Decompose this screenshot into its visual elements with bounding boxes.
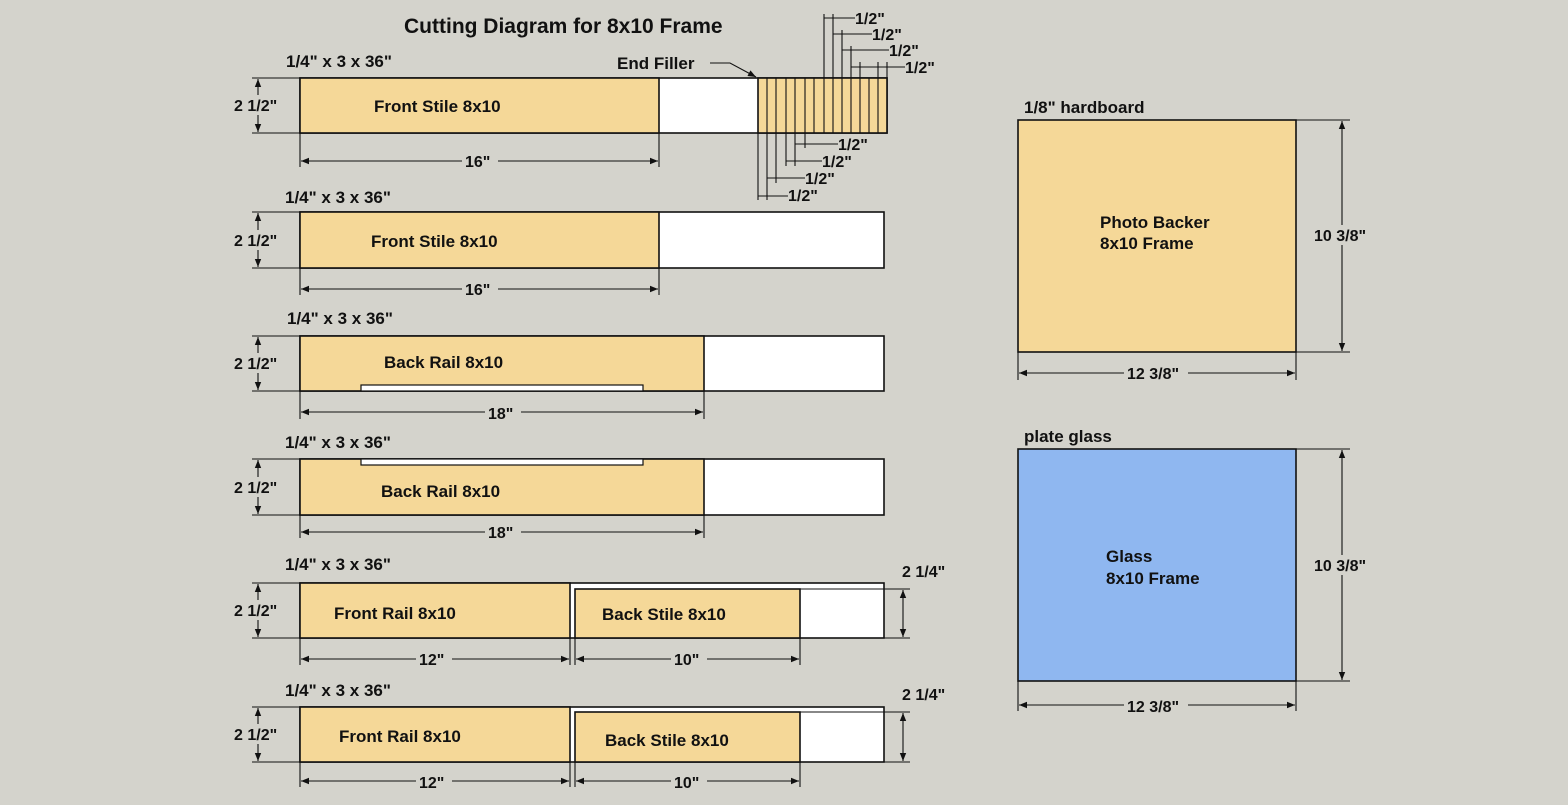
board-2-length-label: 16": [465, 282, 490, 299]
board-6-part-2-length-label: 10": [674, 775, 699, 792]
filler-top-label-1: 1/2": [855, 11, 885, 28]
board-4-rabbet: [360, 458, 644, 466]
board-3-rabbet: [360, 384, 644, 392]
filler-bottom-label-2: 1/2": [805, 171, 835, 188]
board-3: 1/4" x 3 x 36" Back Rail 8x10 2 1/2" 18": [232, 309, 885, 423]
board-3-stock-label: 1/4" x 3 x 36": [287, 309, 393, 328]
board-6-part-2-height-label: 2 1/4": [902, 687, 945, 704]
filler-bottom-label-4: 1/2": [838, 137, 868, 154]
panel-glass: plate glass Glass 8x10 Frame 10 3/8" 12 …: [1017, 427, 1376, 716]
board-4-part: [299, 458, 705, 516]
board-2: 1/4" x 3 x 36" Front Stile 8x10 2 1/2" 1…: [232, 188, 885, 299]
board-3-height-label: 2 1/2": [234, 356, 277, 373]
panel-1-height-label: 10 3/8": [1314, 228, 1366, 245]
filler-bottom-label-1: 1/2": [788, 188, 818, 205]
filler-dims-top: 1/2" 1/2" 1/2" 1/2": [823, 11, 935, 78]
board-6-stock-label: 1/4" x 3 x 36": [285, 681, 391, 700]
end-filler-leader: [710, 62, 757, 78]
board-2-stock-label: 1/4" x 3 x 36": [285, 188, 391, 207]
filler-top-label-3: 1/2": [889, 43, 919, 60]
end-filler-label: End Filler: [617, 54, 695, 73]
diagram-title: Cutting Diagram for 8x10 Frame: [404, 15, 723, 38]
board-4-height-label: 2 1/2": [234, 480, 277, 497]
board-6-part-2: [574, 711, 801, 763]
board-2-part-label: Front Stile 8x10: [371, 232, 498, 251]
panel-photo-backer: 1/8" hardboard Photo Backer 8x10 Frame 1…: [1017, 98, 1376, 383]
filler-bottom-label-3: 1/2": [822, 154, 852, 171]
panel-2-name-line-1: Glass: [1106, 547, 1152, 566]
board-4: 1/4" x 3 x 36" Back Rail 8x10 2 1/2" 18": [232, 433, 885, 542]
board-4-length-label: 18": [488, 525, 513, 542]
board-5-part-1: [299, 582, 571, 639]
panel-2-material-label: plate glass: [1024, 427, 1112, 446]
board-5-part-1-label: Front Rail 8x10: [334, 604, 456, 623]
panel-2-width-label: 12 3/8": [1127, 699, 1179, 716]
board-1-length-label: 16": [465, 154, 490, 171]
board-3-part-label: Back Rail 8x10: [384, 353, 503, 372]
panel-1-shape: [1017, 119, 1297, 353]
end-filler-strips: [757, 77, 888, 134]
panel-1-material-label: 1/8" hardboard: [1024, 98, 1144, 117]
panel-2-name-line-2: 8x10 Frame: [1106, 569, 1200, 588]
board-6-part-1: [299, 706, 571, 763]
board-5-part-2-height-label: 2 1/4": [902, 564, 945, 581]
panel-2-shape: [1017, 448, 1297, 682]
board-2-height-label: 2 1/2": [234, 233, 277, 250]
board-1-height-label: 2 1/2": [234, 98, 277, 115]
board-5-part-2-length-label: 10": [674, 652, 699, 669]
board-1: 1/4" x 3 x 36" Front Stile 8x10 End Fill…: [232, 52, 888, 171]
board-6: 1/4" x 3 x 36" Front Rail 8x10 Back Stil…: [232, 681, 945, 792]
board-5: 1/4" x 3 x 36" Front Rail 8x10 Back Stil…: [232, 555, 945, 669]
board-6-part-2-label: Back Stile 8x10: [605, 731, 729, 750]
panel-1-name-line-1: Photo Backer: [1100, 213, 1210, 232]
filler-top-label-2: 1/2": [872, 27, 902, 44]
filler-top-label-4: 1/2": [905, 60, 935, 77]
filler-dims-bottom: 1/2" 1/2" 1/2" 1/2": [757, 133, 868, 205]
board-1-part-label: Front Stile 8x10: [374, 97, 501, 116]
board-1-part: [299, 77, 660, 134]
board-4-stock-label: 1/4" x 3 x 36": [285, 433, 391, 452]
board-5-part-1-length-label: 12": [419, 652, 444, 669]
board-4-part-label: Back Rail 8x10: [381, 482, 500, 501]
board-5-part-2-label: Back Stile 8x10: [602, 605, 726, 624]
board-3-part: [299, 335, 705, 392]
board-5-part-2: [574, 588, 801, 639]
board-6-part-1-label: Front Rail 8x10: [339, 727, 461, 746]
board-2-part: [299, 211, 660, 269]
panel-1-width-label: 12 3/8": [1127, 366, 1179, 383]
board-6-part-1-length-label: 12": [419, 775, 444, 792]
panel-2-height-label: 10 3/8": [1314, 558, 1366, 575]
board-1-stock-label: 1/4" x 3 x 36": [286, 52, 392, 71]
board-5-height-label: 2 1/2": [234, 603, 277, 620]
board-3-length-label: 18": [488, 406, 513, 423]
board-6-height-label: 2 1/2": [234, 727, 277, 744]
panel-1-name-line-2: 8x10 Frame: [1100, 234, 1194, 253]
board-5-stock-label: 1/4" x 3 x 36": [285, 555, 391, 574]
